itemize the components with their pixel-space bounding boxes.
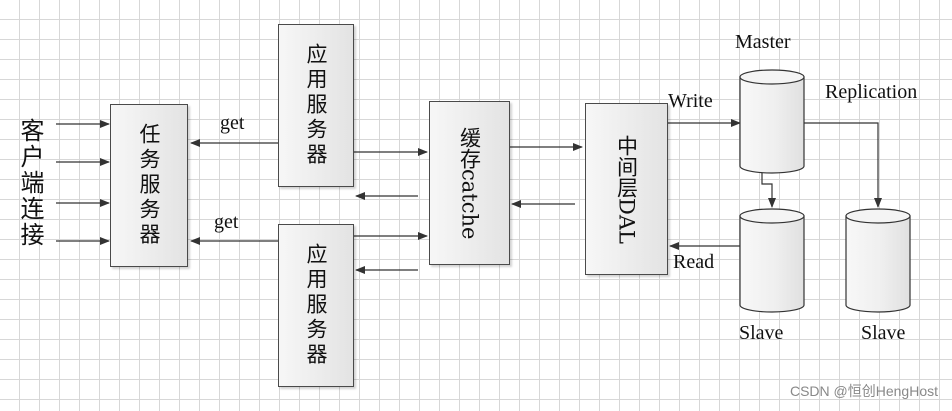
middle-layer-dal-box: 中间层DAL [585,103,668,275]
get-label-top: get [220,112,245,134]
task-server-label: 任务服务器 [137,123,161,248]
write-label: Write [668,90,713,112]
slave-left-database-cylinder [739,208,805,313]
csdn-watermark: CSDN @恒创HengHost [789,383,938,399]
app-server-bottom-label: 应用服务器 [304,243,328,368]
cache-box: 缓存catche [429,101,510,265]
cache-label: 缓存catche [457,126,482,240]
master-label: Master [735,31,791,53]
slave-right-database-cylinder [845,208,911,313]
replication-label: Replication [825,81,918,103]
get-label-bottom: get [214,211,239,233]
master-database-cylinder [739,69,805,174]
app-server-top-box: 应用服务器 [278,24,354,187]
middle-layer-dal-label: 中间层DAL [614,134,639,244]
client-connection-label: 客户端连接 [16,118,44,248]
app-server-bottom-box: 应用服务器 [278,224,354,387]
master-to-slave-arrow [761,170,776,208]
slave-right-label: Slave [861,322,906,344]
read-label: Read [673,251,715,273]
task-server-box: 任务服务器 [110,104,188,267]
slave-left-label: Slave [739,322,784,344]
app-server-top-label: 应用服务器 [304,43,328,168]
replication-arrow [804,122,882,208]
